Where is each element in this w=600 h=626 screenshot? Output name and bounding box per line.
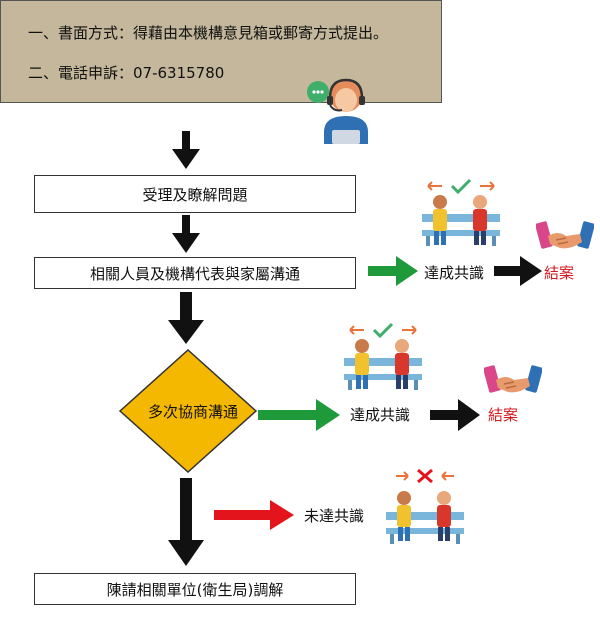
step-communicate-family: 相關人員及機構代表與家屬溝通 [34,257,356,289]
down-arrow-icon [168,478,204,566]
decision-label: 多次協商溝通 [148,403,239,421]
close-label-1: 結案 [544,264,575,282]
right-arrow-icon [430,399,480,431]
agreement-bench-icon [344,322,422,390]
down-arrow-icon [168,292,204,344]
down-arrow-icon [172,215,200,253]
contact-phone: 二、電話申訴：07-6315780 [28,64,225,82]
handshake-icon [484,365,542,393]
handshake-icon [536,221,594,249]
agree-label-1: 達成共識 [424,264,485,282]
right-arrow-icon [214,500,294,530]
agree-label-2: 達成共識 [350,406,411,424]
right-arrow-icon [494,256,542,286]
agreement-bench-icon [422,178,500,246]
headset-agent-icon [307,78,368,144]
step-mediation: 陳請相關單位(衛生局)調解 [34,573,356,605]
right-arrow-icon [368,256,418,286]
right-arrow-icon [258,399,340,431]
down-arrow-icon [172,131,200,169]
step-accept-understand: 受理及瞭解問題 [34,175,356,213]
decision-diamond [118,348,258,474]
contact-written: 一、書面方式：得藉由本機構意見箱或郵寄方式提出。 [28,24,389,42]
close-label-2: 結案 [488,406,519,424]
contact-box: 一、書面方式：得藉由本機構意見箱或郵寄方式提出。 二、電話申訴：07-63157… [0,0,442,103]
disagreement-bench-icon [386,468,464,544]
disagree-label: 未達共識 [304,507,365,525]
